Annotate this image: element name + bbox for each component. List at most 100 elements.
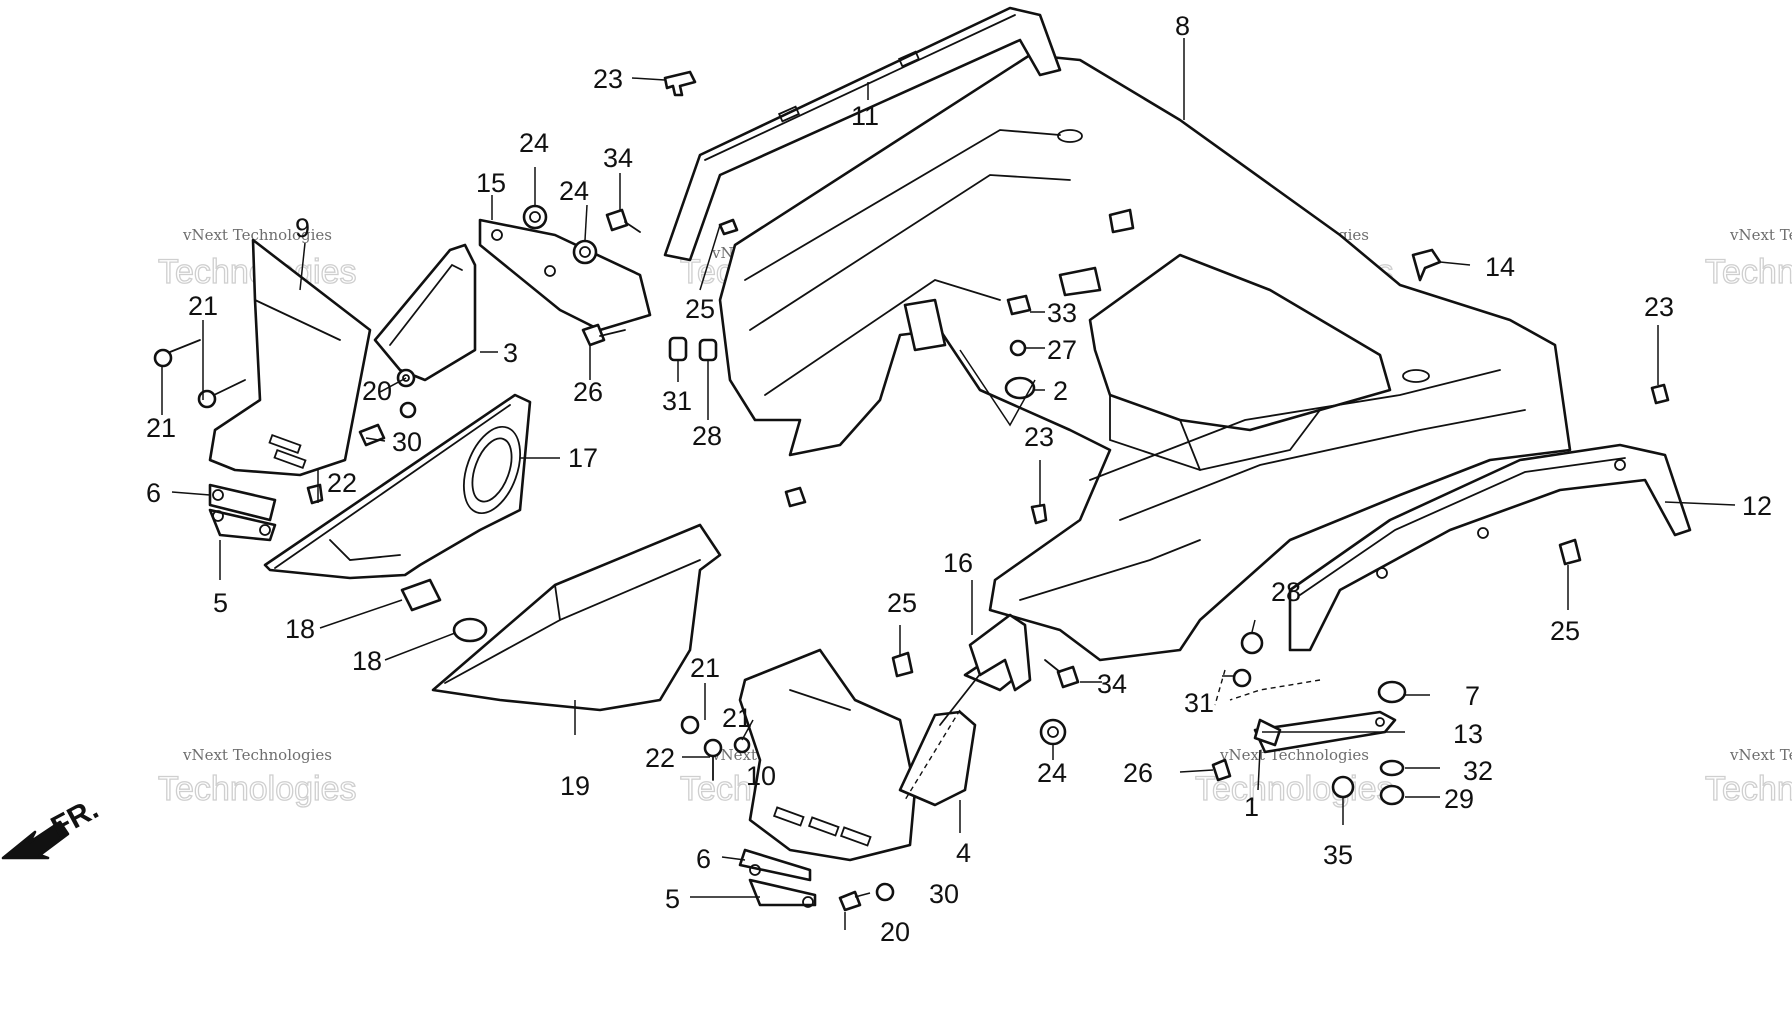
callout-21: 21: [722, 703, 752, 733]
callout-1: 1: [1244, 792, 1259, 822]
clip-25: [891, 651, 914, 678]
clip-23: [1030, 503, 1048, 525]
callout-24: 24: [559, 176, 589, 206]
bolt-34: [605, 208, 629, 232]
bracket-part-9: [208, 238, 372, 542]
callout-12: 12: [1742, 491, 1772, 521]
watermark-text: vNext Technologies: [1729, 746, 1792, 764]
arrow-icon: [1, 820, 70, 860]
callout-23: 23: [1024, 422, 1054, 452]
callout-28: 28: [1271, 577, 1301, 607]
callout-5: 5: [213, 588, 228, 618]
leader-lines: [161, 38, 1736, 930]
rear-fender-part-8: [718, 53, 1572, 662]
washer-27: [1009, 339, 1027, 357]
callout-23: 23: [593, 64, 623, 94]
callout-25: 25: [887, 588, 917, 618]
callout-24: 24: [1037, 758, 1067, 788]
callout-25: 25: [685, 294, 715, 324]
screw-21: [680, 715, 700, 735]
watermark-text: vNext Technologies: [182, 746, 332, 764]
callout-35: 35: [1323, 840, 1353, 870]
cushion-18: [400, 578, 442, 612]
callout-13: 13: [1453, 719, 1483, 749]
watermark-text: vNext Technologies: [1729, 226, 1792, 244]
callout-numbers: 8 11 23 24 34 15 24 9 21 21 3 20 30 26 2…: [146, 11, 1772, 947]
callout-5: 5: [665, 884, 680, 914]
screw-21: [197, 389, 217, 409]
callout-23: 23: [1644, 292, 1674, 322]
dashed-guide: [1229, 679, 1321, 701]
clip-25: [718, 218, 739, 236]
callout-6: 6: [696, 844, 711, 874]
callout-2: 2: [1053, 376, 1068, 406]
callout-11: 11: [851, 101, 879, 131]
grommet-24: [522, 204, 548, 230]
screw-20: [838, 890, 862, 912]
stay-part-4: [898, 643, 1027, 807]
callout-18: 18: [352, 646, 382, 676]
grommet-7: [1377, 680, 1407, 704]
callout-7: 7: [1465, 681, 1480, 711]
screw-26: [581, 323, 606, 347]
clip-25: [1558, 538, 1582, 566]
watermark-text: Technologies: [158, 770, 356, 808]
bolt-35: [1331, 775, 1355, 799]
cushion-18: [452, 617, 488, 643]
callout-30: 30: [929, 879, 959, 909]
callout-28: 28: [692, 421, 722, 451]
callout-9: 9: [295, 213, 310, 243]
screw-21: [733, 736, 751, 754]
fender-rail-part-11: [663, 6, 1062, 262]
dashed-guide: [1214, 669, 1226, 706]
callout-32: 32: [1463, 756, 1493, 786]
callout-26: 26: [573, 377, 603, 407]
callout-18: 18: [285, 614, 315, 644]
plate-part-15: [478, 218, 652, 332]
callout-4: 4: [956, 838, 971, 868]
fender-flare-part-12: [1288, 443, 1692, 652]
side-panel-part-19: [431, 523, 722, 712]
callout-19: 19: [560, 771, 590, 801]
front-direction-arrow: FR.: [1, 792, 104, 860]
washer-32: [1379, 759, 1405, 777]
callout-20: 20: [880, 917, 910, 947]
screw-21: [153, 348, 173, 368]
collar-31: [668, 336, 688, 362]
stay-part-3: [373, 243, 477, 382]
watermark-text: vNext Technologies: [182, 226, 332, 244]
callout-34: 34: [603, 143, 633, 173]
callout-14: 14: [1485, 252, 1515, 282]
callout-26: 26: [1123, 758, 1153, 788]
screw-22: [306, 483, 324, 505]
watermark-text: vNext Technologies: [1219, 746, 1369, 764]
clip-23-top: [663, 70, 697, 97]
callout-31: 31: [662, 386, 692, 416]
screw-30: [358, 423, 386, 447]
bolt-33: [1006, 294, 1032, 316]
screw-26: [1211, 758, 1232, 782]
callout-16: 16: [943, 548, 973, 578]
callout-6: 6: [146, 478, 161, 508]
callout-30: 30: [392, 427, 422, 457]
callout-17: 17: [568, 443, 598, 473]
callout-15: 15: [476, 168, 506, 198]
callout-21: 21: [188, 291, 218, 321]
callout-31: 31: [1184, 688, 1214, 718]
callout-22: 22: [327, 468, 357, 498]
side-cover-part-17: [263, 393, 532, 580]
grommet-24: [1039, 718, 1067, 746]
callout-27: 27: [1047, 335, 1077, 365]
clip-23: [1650, 383, 1670, 405]
callout-10: 10: [746, 761, 776, 791]
watermark-text: Technologies: [1705, 770, 1792, 808]
callout-24: 24: [519, 128, 549, 158]
grommet-24: [572, 239, 598, 265]
washer-30: [875, 882, 895, 902]
callout-21: 21: [690, 653, 720, 683]
screw-22: [703, 738, 723, 758]
watermark-text: Technologies: [1705, 253, 1792, 291]
callout-33: 33: [1047, 298, 1077, 328]
callout-3: 3: [503, 338, 518, 368]
